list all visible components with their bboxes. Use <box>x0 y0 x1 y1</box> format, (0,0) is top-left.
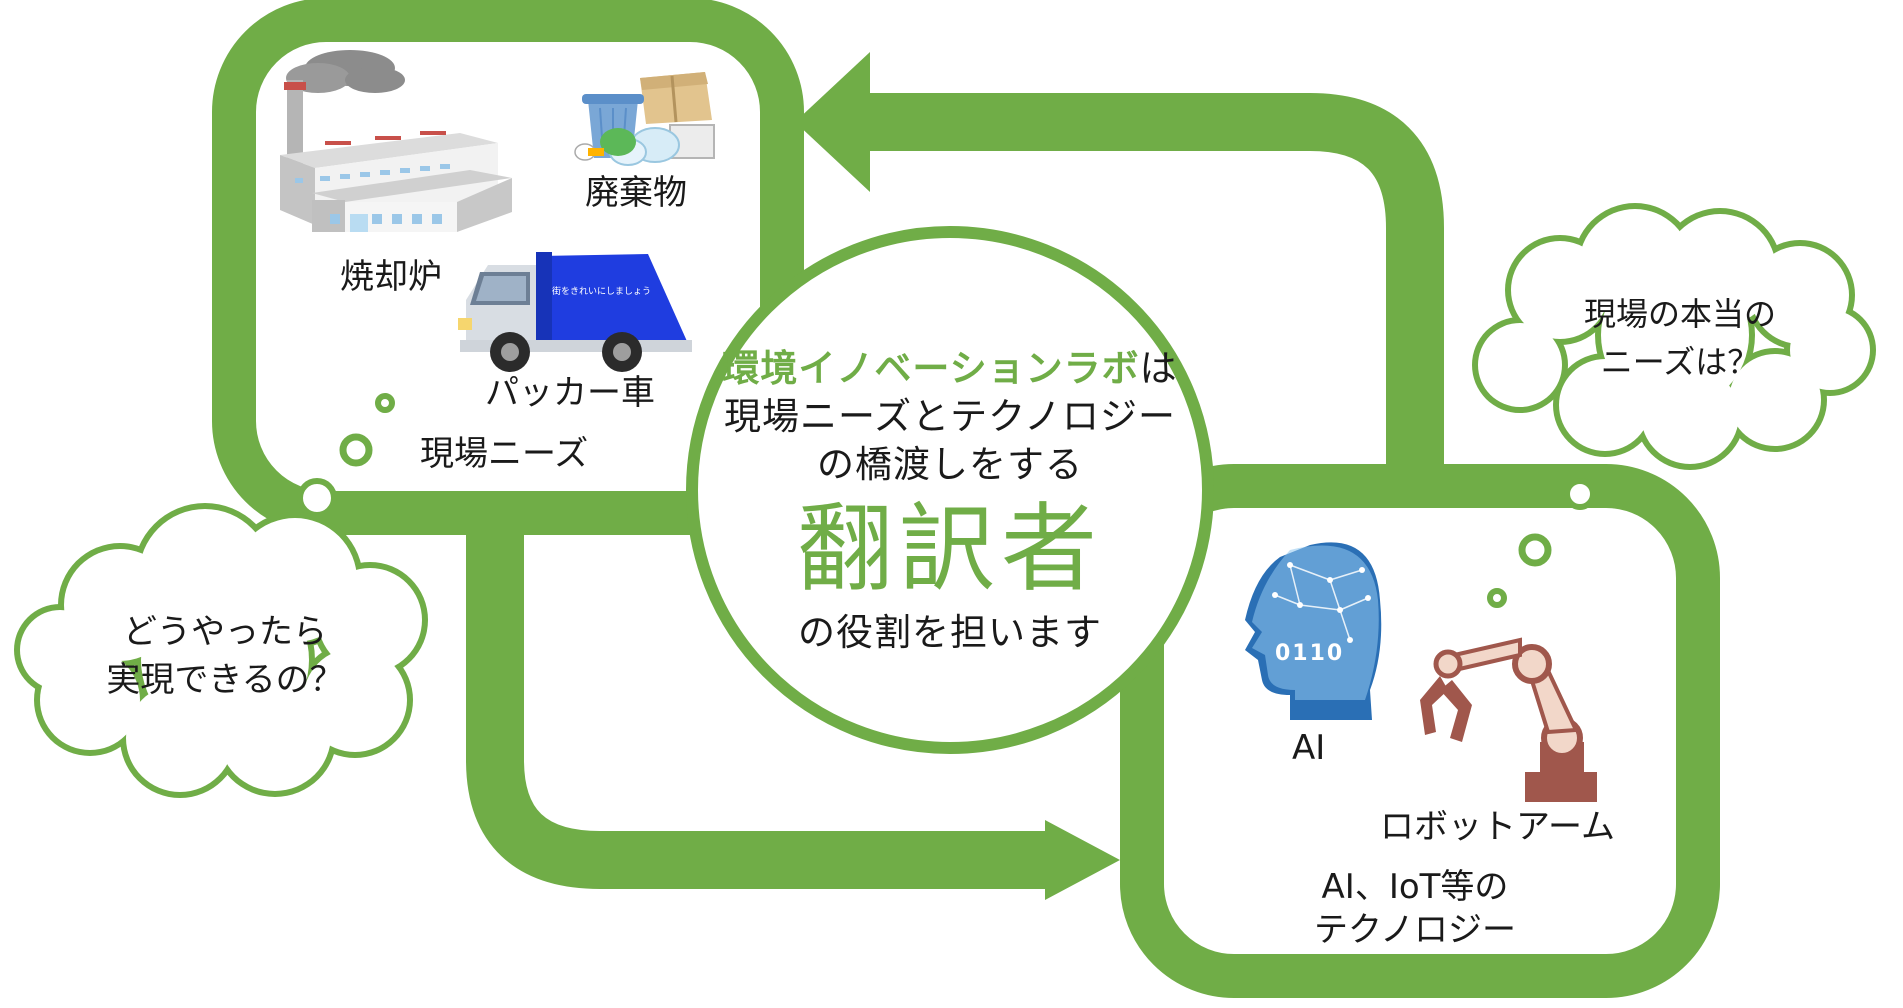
center-line-1: 環境イノベーションラボは <box>700 345 1200 393</box>
center-text: 環境イノベーションラボは 現場ニーズとテクノロジー の橋渡しをする 翻訳者 の役… <box>700 345 1200 657</box>
truck-side-text: 街をきれいにしましょう <box>552 287 652 297</box>
robot-arm-label: ロボットアーム <box>1380 807 1615 847</box>
thought-cloud-icon <box>14 503 428 798</box>
center-line-3: の橋渡しをする <box>817 443 1083 486</box>
ai-label: AI <box>1292 728 1326 768</box>
ai-digits: 0110 <box>1275 641 1345 666</box>
left-cloud-line-2: 実現できるの？ <box>106 660 344 700</box>
thought-dot <box>339 433 373 467</box>
left-cloud-line-1: どうやったら <box>123 612 327 652</box>
ai-head-icon <box>1245 542 1382 720</box>
center-line-1-rest: は <box>1139 347 1178 390</box>
haikibutsu-label: 廃棄物 <box>585 173 687 213</box>
thought-dot <box>1487 588 1507 608</box>
right-cloud-line-2: ニーズは？ <box>1600 343 1760 381</box>
technology-label: AI、IoT等の テクノロジー <box>1290 866 1540 951</box>
top-connector-path <box>865 93 1444 490</box>
left-cloud-text: どうやったら 実現できるの？ <box>65 608 385 704</box>
technology-line-2: テクノロジー <box>1314 909 1516 950</box>
top-left-arrow-head <box>795 52 870 192</box>
bottom-connector-path <box>466 530 1050 889</box>
robot-arm-icon <box>1420 637 1597 802</box>
packer-truck-icon <box>458 252 692 372</box>
field-needs-label: 現場ニーズ <box>420 434 589 474</box>
center-line-4: の役割を担います <box>798 611 1102 654</box>
factory-icon <box>280 50 512 232</box>
thought-dot <box>1564 478 1596 510</box>
center-line-2: 現場ニーズとテクノロジー <box>724 395 1176 438</box>
garbage-pile-icon <box>574 72 715 166</box>
bottom-right-arrow-head <box>1045 820 1120 900</box>
right-cloud-text: 現場の本当の ニーズは？ <box>1540 290 1820 386</box>
shoukyakuro-label: 焼却炉 <box>340 257 442 297</box>
lab-name: 環境イノベーションラボ <box>722 347 1140 390</box>
center-circle <box>686 226 1214 754</box>
thought-dot <box>375 393 395 413</box>
thought-cloud-icon <box>1472 203 1876 470</box>
thought-dot <box>1518 533 1552 567</box>
packer-truck-label: パッカー車 <box>485 373 655 413</box>
technology-line-1: AI、IoT等の <box>1321 867 1509 907</box>
right-cloud-line-1: 現場の本当の <box>1583 295 1776 333</box>
translator-title: 翻訳者 <box>797 493 1103 605</box>
thought-dot <box>297 478 337 518</box>
